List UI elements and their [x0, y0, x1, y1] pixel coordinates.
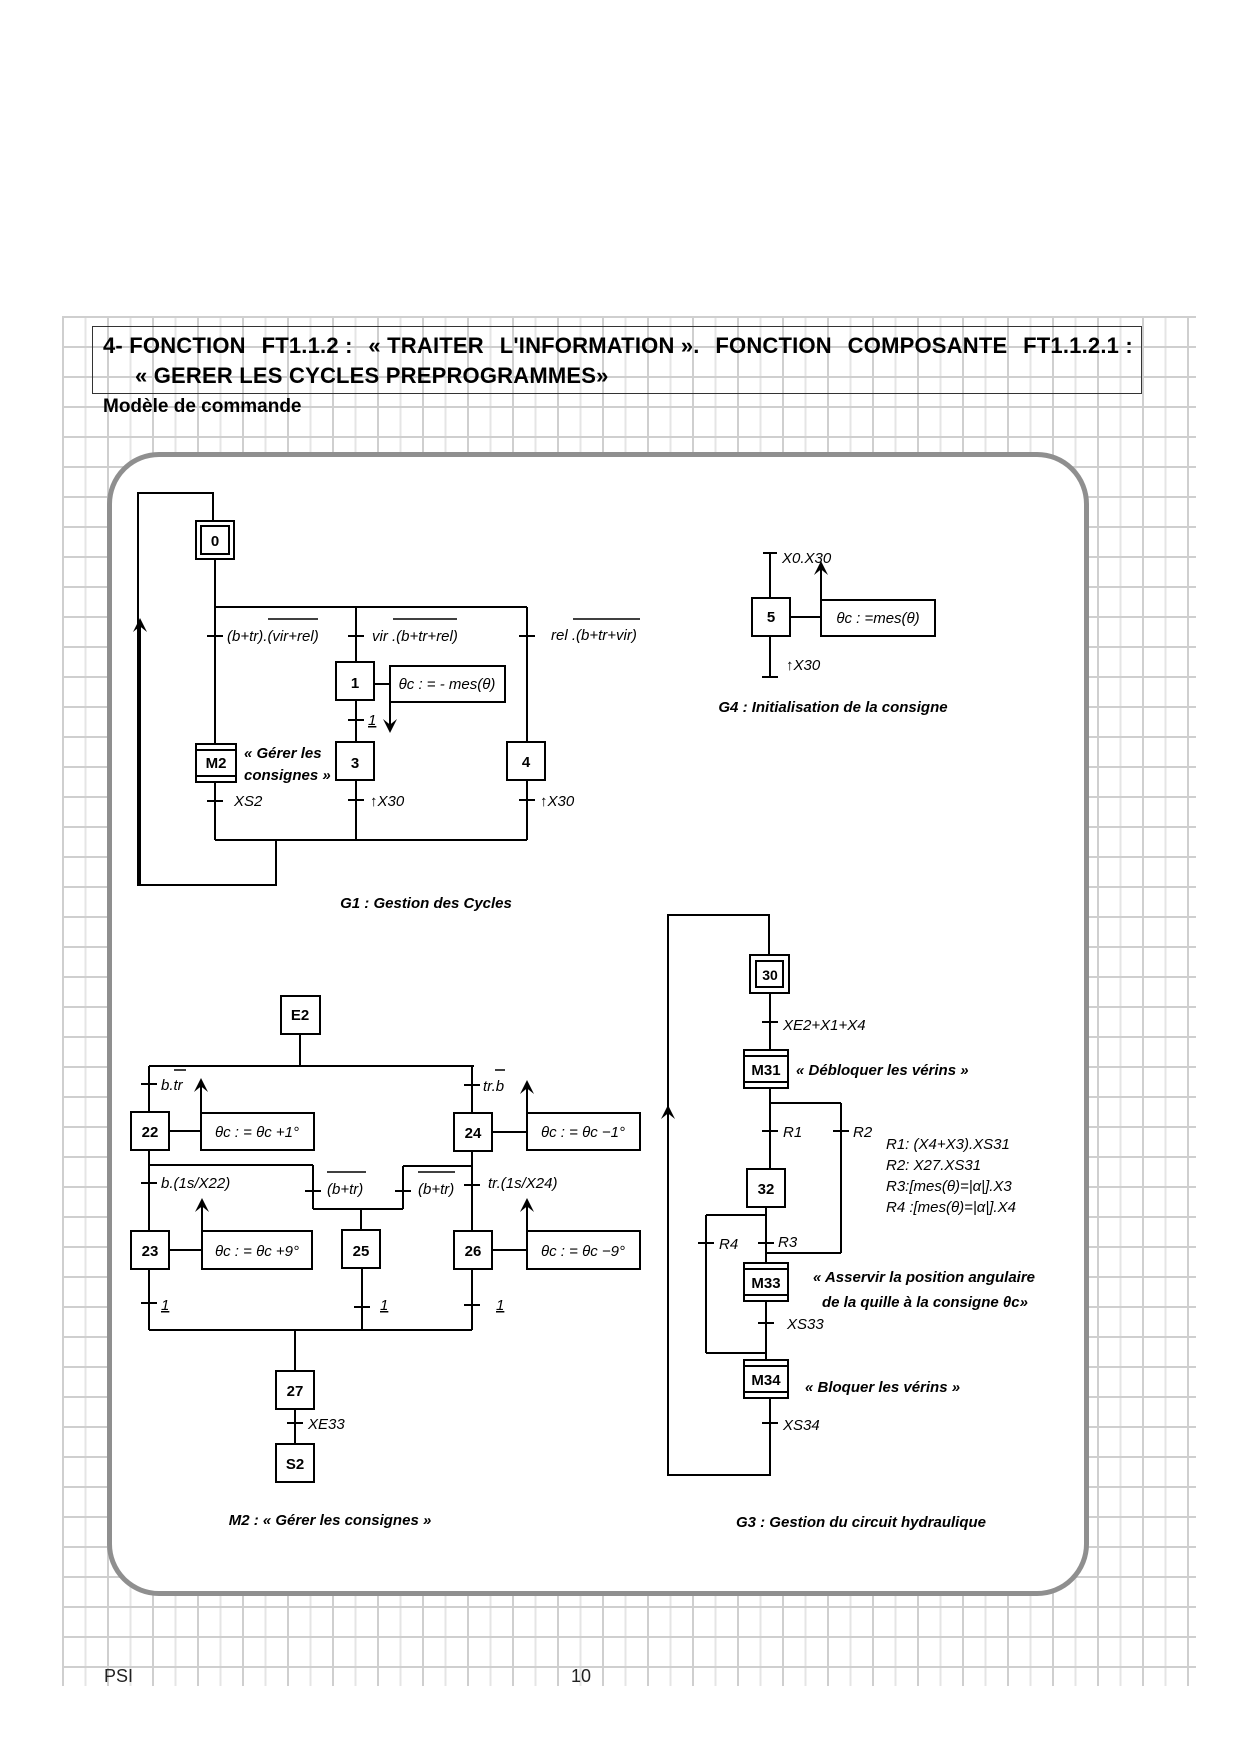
m2-transition-23-out-label: 1: [161, 1297, 169, 1314]
g3-macro-step-m34: [743, 1359, 789, 1399]
g4-step-5-label: 5: [767, 609, 775, 626]
m2-transition-25b-label: (b+tr): [418, 1181, 454, 1198]
g1-transition-1-pre-label: vir .(b+tr+rel): [372, 628, 458, 645]
g3-grafcet: [661, 914, 849, 1476]
g3-macro-m33-label: M33: [751, 1275, 780, 1292]
m2-action-22: [200, 1112, 315, 1151]
m2-step-s2: [275, 1443, 315, 1483]
g1-step-3-label: 3: [351, 755, 359, 772]
g3-transition-r2-label: R2: [853, 1124, 873, 1141]
footer-label: PSI: [104, 1666, 134, 1686]
g1-step-0-label: 0: [211, 533, 219, 550]
m2-transition-24-label: tr.b: [483, 1078, 504, 1095]
g1-step-1-label: 1: [351, 675, 359, 692]
title-part: FT1.1.2.1 :: [1023, 333, 1133, 358]
m2-step-s2-label: S2: [286, 1456, 304, 1473]
m2-transition-26-out-label: 1: [496, 1297, 504, 1314]
m2-transition-25a-label: (b+tr): [327, 1181, 363, 1198]
diagram-panel: [107, 452, 1089, 1596]
m2-step-22-label: 22: [142, 1124, 159, 1141]
g3-legend-r3: R3:[mes(θ)=|α|].X3: [886, 1178, 1012, 1195]
g4-action: [820, 599, 936, 637]
g3-caption: G3 : Gestion du circuit hydraulique: [736, 1514, 986, 1531]
g4-transition-pre-label: X0.X30: [781, 550, 832, 567]
g1-macro-m2-label: M2: [206, 755, 227, 772]
m2-transition-22-label: b.tr: [161, 1077, 184, 1094]
g3-legend-r2: R2: X27.XS31: [886, 1157, 981, 1174]
title-part: 4- FONCTION: [103, 333, 246, 358]
title-part: L'INFORMATION ».: [499, 333, 700, 358]
section-title: 4- FONCTION FT1.1.2 : « TRAITER L'INFORM…: [103, 331, 1133, 391]
g3-transition-r4-label: R4: [719, 1236, 738, 1253]
title-part: « TRAITER: [368, 333, 484, 358]
g1-transition-m2-pre-label: (b+tr).(vir+rel): [227, 628, 319, 645]
g1-loop-line: [137, 492, 277, 886]
title-line-2: « GERER LES CYCLES PREPROGRAMMES»: [135, 363, 609, 388]
g3-transition-xs34-label: XS34: [782, 1417, 820, 1434]
m2-transition-27-label: XE33: [307, 1416, 345, 1433]
g3-comment-m33-line1: « Asservir la position angulaire: [813, 1269, 1035, 1286]
g3-step-30-label: 30: [762, 967, 778, 983]
g1-transition-1-3-label: 1: [368, 712, 376, 729]
m2-step-24-label: 24: [465, 1125, 482, 1142]
title-frame: [92, 326, 1142, 394]
m2-transition-26-label: tr.(1s/X24): [488, 1175, 557, 1192]
g3-macro-step-m31: [743, 1049, 789, 1089]
g4-action-label: θc : =mes(θ): [836, 610, 919, 627]
g1-caption: G1 : Gestion des Cycles: [340, 895, 512, 912]
g3-transition-r1-label: R1: [783, 1124, 802, 1141]
m2-step-23-label: 23: [142, 1243, 159, 1260]
title-part: FONCTION: [715, 333, 832, 358]
g3-step-30-inner: [755, 960, 784, 988]
g3-comment-m31: « Débloquer les vérins »: [796, 1062, 969, 1079]
g3-legend-r4: R4 :[mes(θ)=|α|].X4: [886, 1199, 1016, 1216]
g1-transition-4-post-label: ↑X30: [540, 793, 575, 810]
g1-grafcet: [133, 492, 546, 886]
g1-macro-comment-2: consignes »: [244, 767, 331, 784]
m2-transition-25-out-label: 1: [380, 1297, 388, 1314]
m2-step-26-label: 26: [465, 1243, 482, 1260]
g4-grafcet: [751, 552, 936, 678]
m2-grafcet: [130, 995, 641, 1483]
m2-step-27-label: 27: [287, 1383, 304, 1400]
g3-legend-r1: R1: (X4+X3).XS31: [886, 1136, 1010, 1153]
g1-step-4-label: 4: [522, 754, 531, 771]
g1-macro-comment-1: « Gérer les: [244, 745, 322, 762]
g1-transition-3-post-label: ↑X30: [370, 793, 405, 810]
m2-action-23-label: θc : = θc +9°: [215, 1243, 299, 1260]
g1-transition-4-pre-label: rel .(b+tr+vir): [551, 627, 637, 644]
m2-action-22-label: θc : = θc +1°: [215, 1124, 299, 1141]
g3-transition-30-label: XE2+X1+X4: [782, 1017, 866, 1034]
m2-action-26-label: θc : = θc −9°: [541, 1243, 625, 1260]
subtitle: Modèle de commande: [103, 396, 302, 417]
m2-caption: M2 : « Gérer les consignes »: [229, 1512, 432, 1529]
g3-macro-m31-label: M31: [751, 1062, 780, 1079]
title-part: COMPOSANTE: [847, 333, 1008, 358]
m2-step-25-label: 25: [353, 1243, 370, 1260]
g3-comment-m33-line2: de la quille à la consigne θc»: [822, 1294, 1028, 1311]
m2-step-e2-label: E2: [291, 1007, 309, 1024]
g4-caption: G4 : Initialisation de la consigne: [718, 699, 947, 716]
g3-macro-m34-label: M34: [751, 1372, 781, 1389]
g1-action-1-label: θc : = - mes(θ): [399, 676, 496, 693]
g3-step-32-label: 32: [758, 1181, 775, 1198]
g1-transition-m2-post-label: XS2: [233, 793, 263, 810]
g1-step-0-inner: [200, 525, 230, 555]
m2-action-24-label: θc : = θc −1°: [541, 1124, 625, 1141]
m2-transition-23-label: b.(1s/X22): [161, 1175, 230, 1192]
g3-comment-m34: « Bloquer les vérins »: [805, 1379, 960, 1396]
title-part: FT1.1.2 :: [261, 333, 353, 358]
g3-transition-xs33-label: XS33: [786, 1316, 824, 1333]
page-number: 10: [571, 1666, 592, 1686]
g4-transition-post-label: ↑X30: [786, 657, 821, 674]
g3-transition-r3-label: R3: [778, 1234, 798, 1251]
